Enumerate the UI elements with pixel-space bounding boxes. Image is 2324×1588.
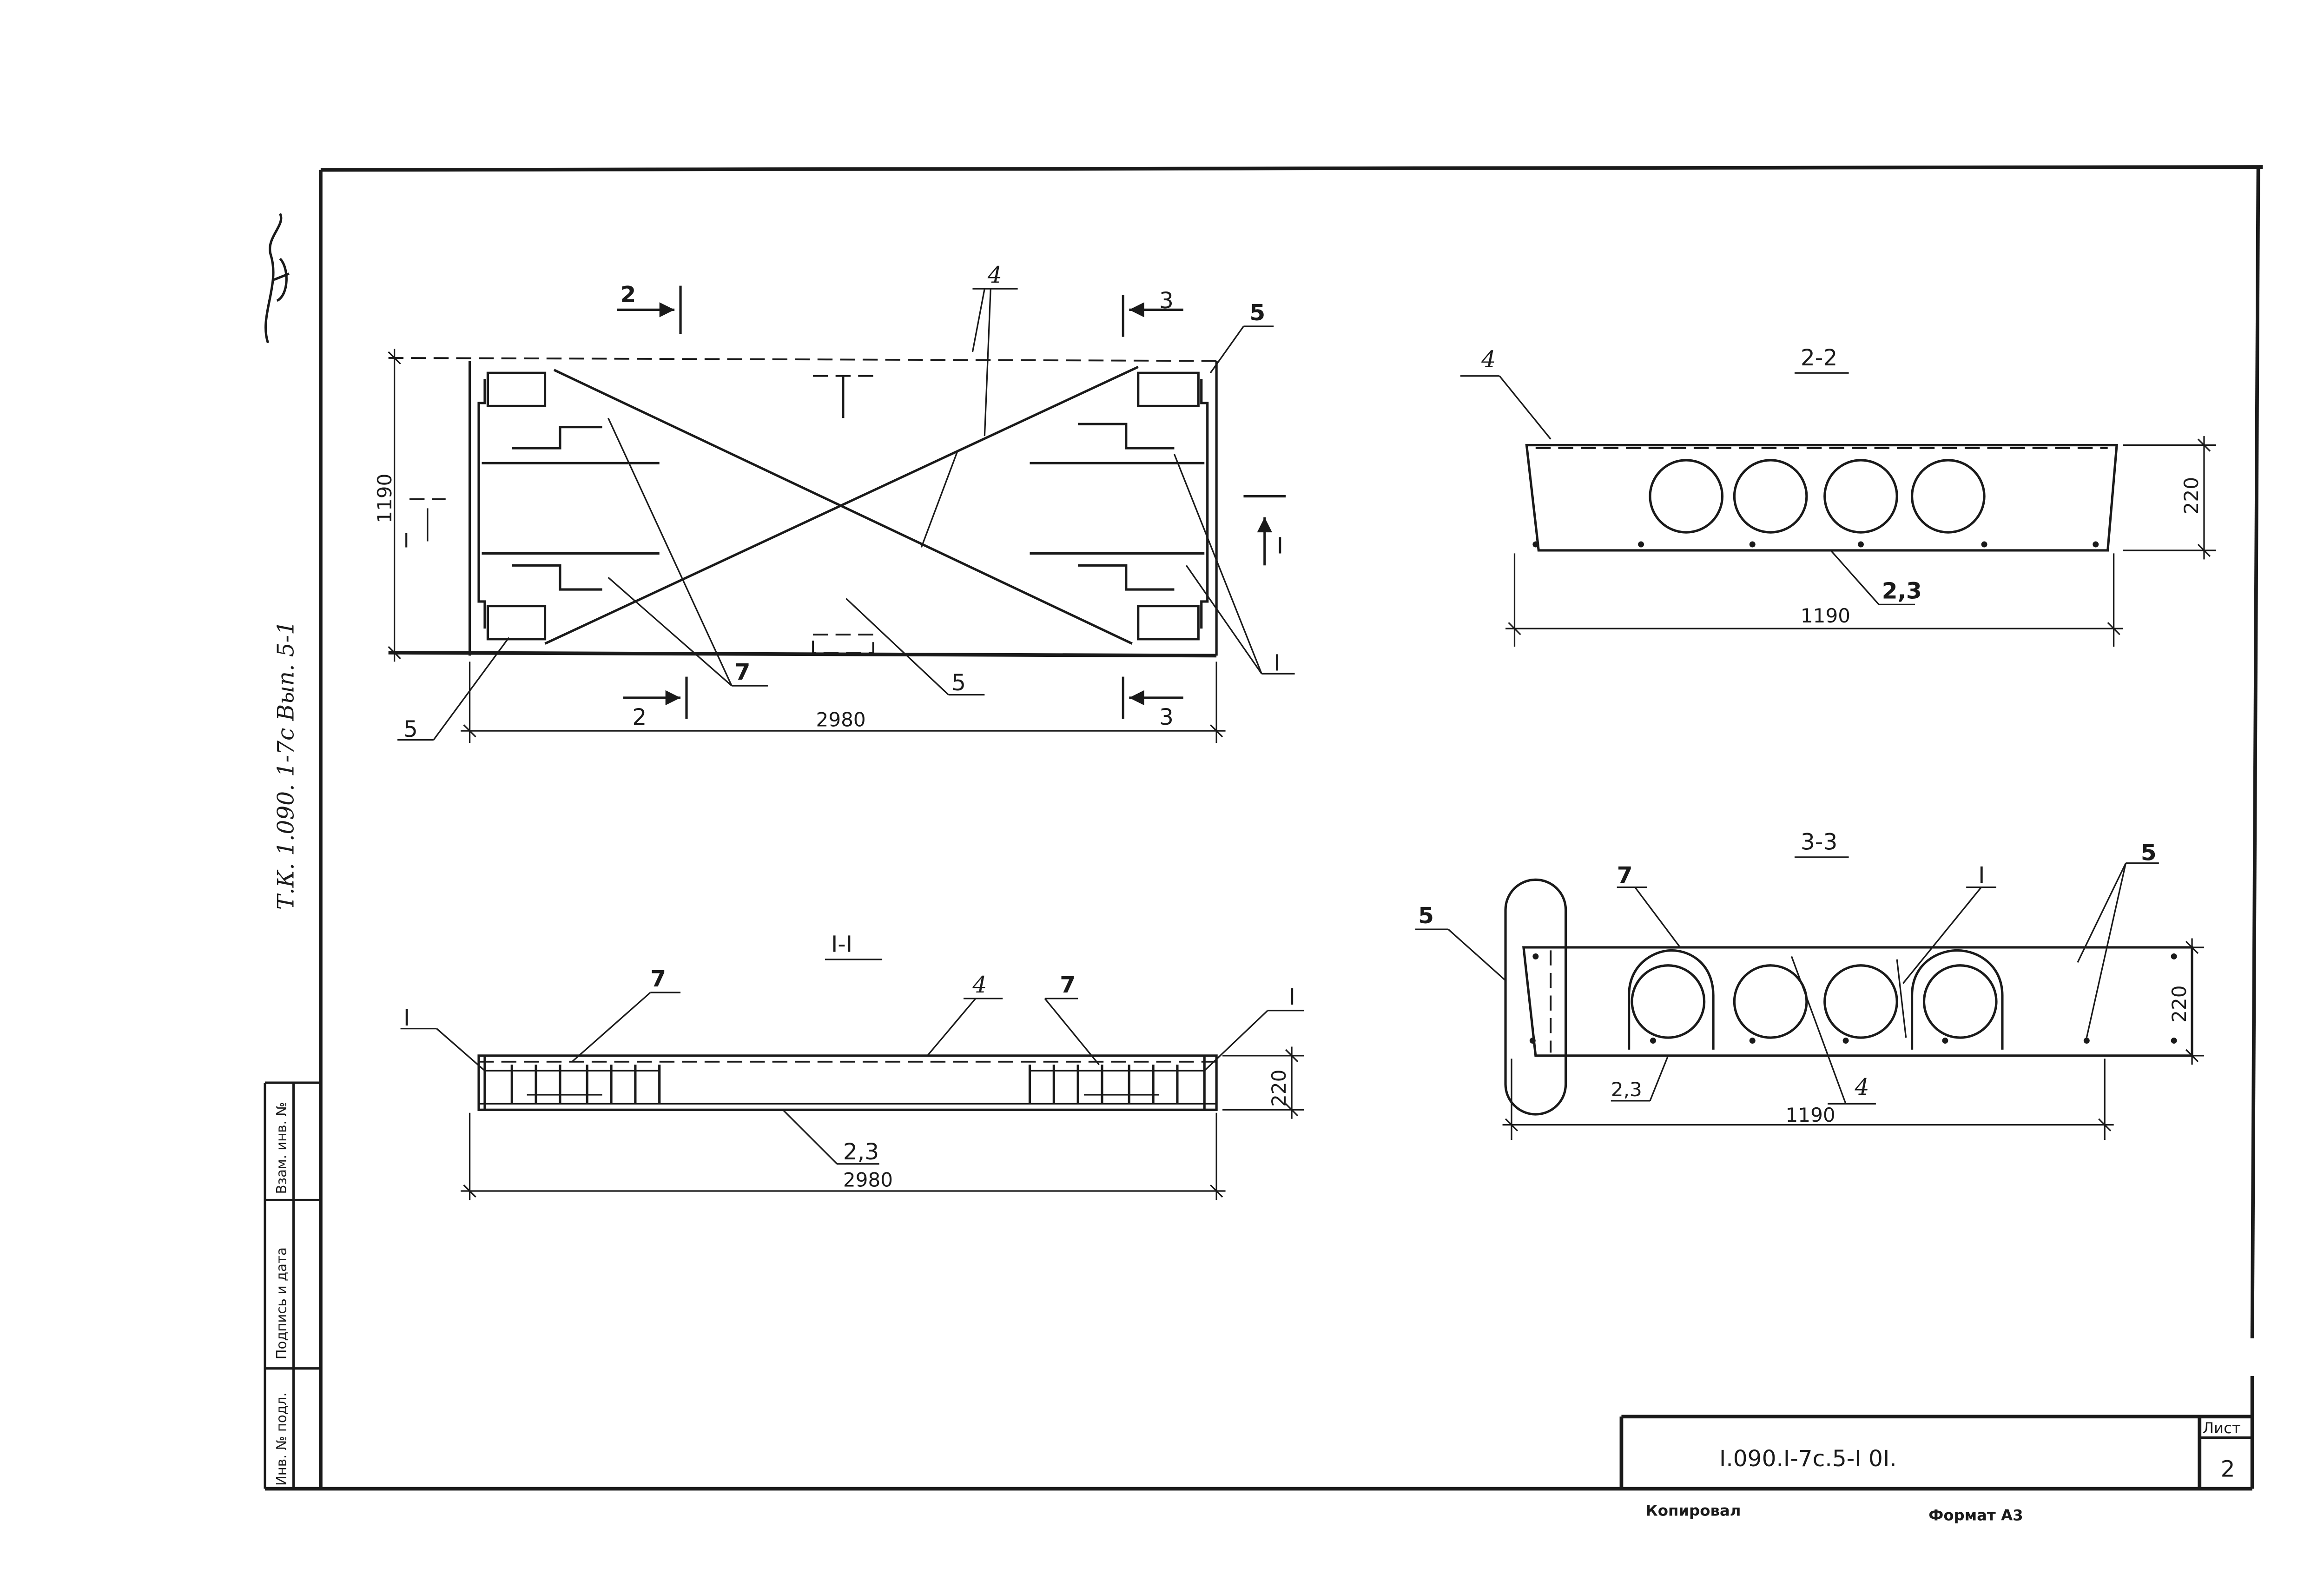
plan-cut-3-top: 3 — [1159, 288, 1174, 314]
margin-row3: Инв. № подл. — [273, 1392, 289, 1486]
plan-pos-5-bottom: 5 — [403, 716, 418, 742]
stamp-designation: I.090.I-7c.5-I 0I. — [1719, 1446, 1897, 1472]
plan-width: 1190 — [373, 474, 396, 523]
plan-view: 2980 1190 I 2 2 3 3 I — [373, 262, 1295, 743]
plan-cut-3-bottom: 3 — [1159, 704, 1174, 730]
plan-cut-I-right: I — [1277, 533, 1283, 559]
section-2-2: 2-2 1190 220 4 2,3 — [1460, 345, 2216, 647]
stamp-sheet-label: Лист — [2203, 1419, 2241, 1437]
section-I-I: I-I 2980 — [400, 932, 1304, 1200]
plan-pos-5-top: 5 — [1249, 300, 1265, 326]
stamp-sheet-number: 2 — [2221, 1456, 2235, 1482]
section-I-I-pos-23: 2,3 — [843, 1139, 879, 1165]
footer-format: Формат А3 — [1928, 1506, 2023, 1524]
section-2-2-height: 220 — [2180, 477, 2203, 514]
section-I-I-pos-7-right: 7 — [1060, 972, 1076, 998]
section-3-3-title: 3-3 — [1801, 829, 1837, 855]
sheet-frame — [265, 165, 2263, 1491]
section-2-2-width: 1190 — [1801, 604, 1850, 627]
margin-note: Т.К. 1.090. 1-7с Вып. 5-1 — [273, 621, 299, 910]
section-I-I-pos-7-left: 7 — [650, 966, 666, 992]
plan-pos-4: 4 — [987, 262, 1002, 288]
section-2-2-pos-23: 2,3 — [1882, 578, 1922, 604]
footer-copied: Копировал — [1645, 1502, 1741, 1520]
margin-row2: Подпись и дата — [273, 1247, 289, 1359]
section-3-3-pos-5-left: 5 — [1418, 903, 1434, 929]
section-2-2-pos-4: 4 — [1481, 346, 1496, 372]
section-I-I-height: 220 — [1268, 1070, 1290, 1107]
plan-length: 2980 — [816, 708, 866, 731]
section-I-I-title: I-I — [831, 932, 852, 958]
title-stamp: I.090.I-7c.5-I 0I. Лист 2 — [1619, 1415, 2252, 1489]
section-3-3: 3-3 1190 220 — [1415, 829, 2204, 1140]
section-2-2-title: 2-2 — [1801, 345, 1837, 371]
section-I-I-pos-I-right: I — [1289, 984, 1295, 1010]
section-3-3-pos-4: 4 — [1855, 1074, 1869, 1100]
plan-pos-5-center: 5 — [951, 670, 966, 696]
plan-cut-2-bottom: 2 — [632, 704, 647, 730]
section-I-I-pos-I-left: I — [403, 1005, 410, 1031]
margin-table: Взам. инв. № Подпись и дата Инв. № подл. — [264, 1081, 321, 1489]
margin-row1: Взам. инв. № — [273, 1102, 289, 1194]
plan-cut-I-left: I — [403, 529, 409, 552]
plan-pos-I: I — [1274, 650, 1280, 676]
section-3-3-width: 1190 — [1786, 1104, 1835, 1126]
plan-cut-2-top: 2 — [620, 282, 636, 308]
section-3-3-pos-I: I — [1978, 862, 1985, 888]
section-3-3-height: 220 — [2168, 985, 2191, 1022]
plan-pos-7: 7 — [735, 659, 751, 685]
section-3-3-pos-23: 2,3 — [1611, 1078, 1642, 1101]
section-I-I-length: 2980 — [843, 1168, 893, 1191]
section-I-I-pos-4: 4 — [972, 972, 987, 998]
section-3-3-pos-7: 7 — [1617, 862, 1633, 888]
section-3-3-pos-5-right: 5 — [2141, 840, 2157, 866]
margin-signature — [264, 213, 290, 344]
